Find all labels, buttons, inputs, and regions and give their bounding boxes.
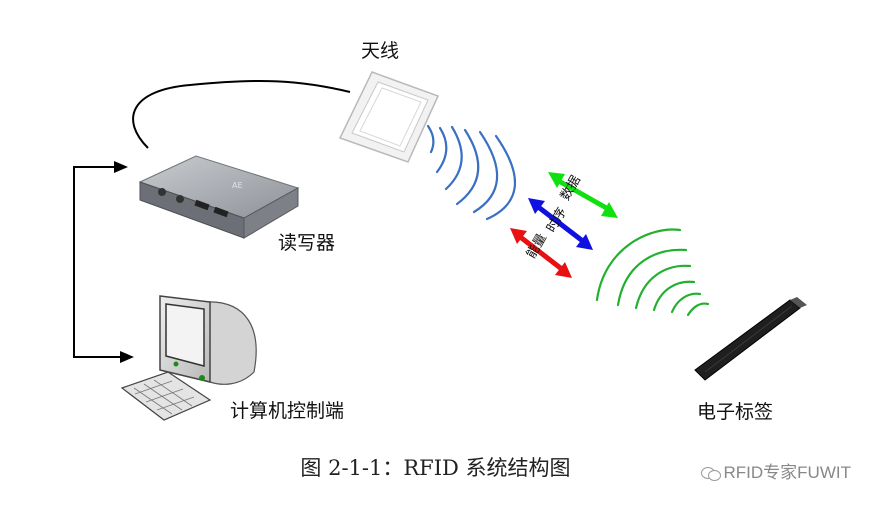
svg-text:AE: AE — [232, 181, 243, 190]
wechat-icon — [700, 465, 721, 481]
computer — [120, 295, 257, 421]
tag-radio-waves — [595, 228, 710, 317]
antenna-panel — [338, 71, 440, 163]
reader-computer-connector — [73, 161, 134, 363]
electronic-tag — [694, 297, 807, 381]
figure-caption: 图 2-1-1：RFID 系统结构图 — [300, 456, 571, 480]
watermark-text: RFID专家FUWIT — [723, 463, 851, 482]
reader-radio-waves — [426, 124, 517, 221]
reader-label: 读写器 — [278, 232, 336, 254]
watermark: RFID专家FUWIT — [700, 458, 851, 483]
antenna-label: 天线 — [361, 40, 400, 62]
reader-device: AE — [138, 155, 300, 239]
antenna-cable — [132, 79, 351, 149]
computer-label: 计算机控制端 — [230, 400, 345, 422]
tag-label: 电子标签 — [697, 401, 774, 423]
energy-arrow: 能量 — [510, 228, 572, 278]
